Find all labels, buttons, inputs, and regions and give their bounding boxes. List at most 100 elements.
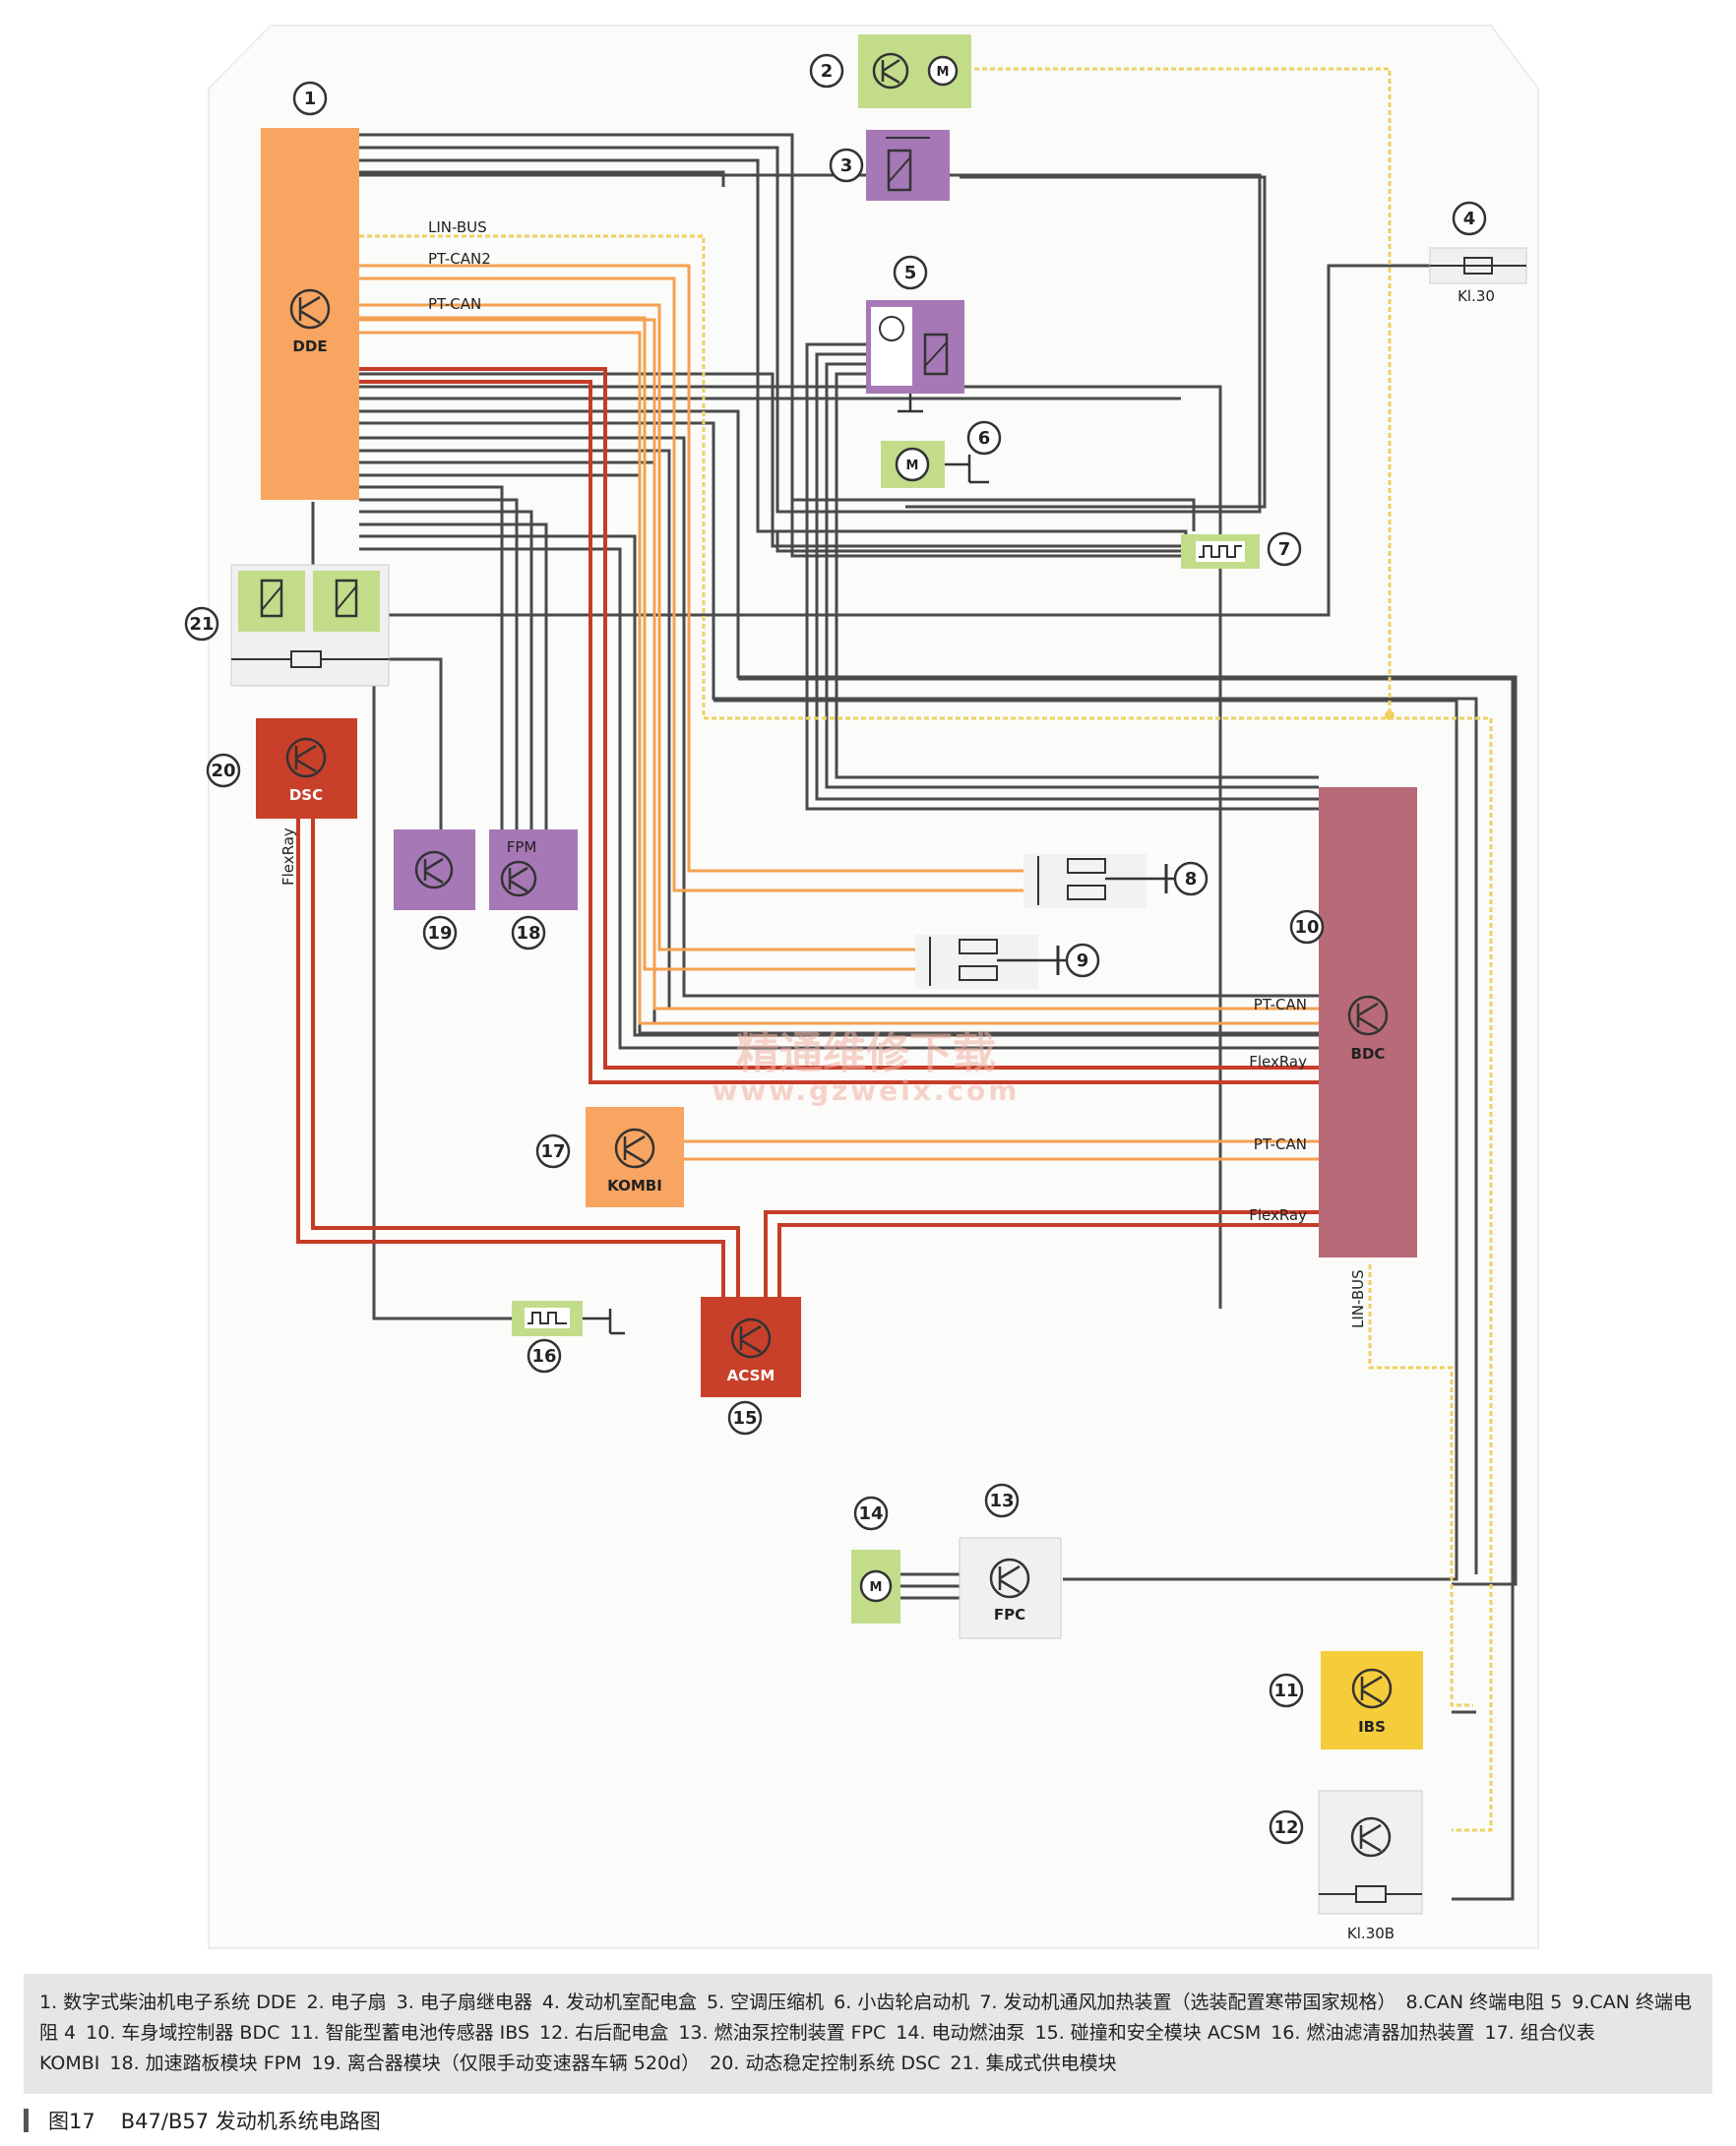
pt-can2-label: PT-CAN2 bbox=[428, 250, 491, 268]
callout-number: 12 bbox=[1273, 1817, 1298, 1838]
legend-item: 16. 燃油滤清器加热装置 bbox=[1271, 2022, 1475, 2044]
dsc-label: DSC bbox=[289, 786, 323, 804]
callout-circle bbox=[1289, 909, 1325, 945]
watermark: 精通维修下载 www.gzweix.com bbox=[713, 1028, 1021, 1107]
flexray-label-dsc: FlexRay bbox=[279, 828, 297, 886]
callout-circle bbox=[893, 255, 928, 290]
legend-item: 15. 碰撞和安全模块 ACSM bbox=[1034, 2022, 1262, 2044]
legend-item: 8.CAN 终端电阻 5 bbox=[1405, 1992, 1563, 2013]
legend-item: 3. 电子扇继电器 bbox=[396, 1992, 532, 2013]
wires bbox=[296, 67, 1518, 1901]
legend-item: 14. 电动燃油泵 bbox=[896, 2022, 1025, 2044]
figure-number: 图17 bbox=[48, 2110, 95, 2133]
acsm-module: ACSM bbox=[701, 1297, 801, 1397]
kl30b-label: Kl.30B bbox=[1347, 1925, 1395, 1942]
callout-number: 11 bbox=[1273, 1681, 1298, 1701]
callout-number: 4 bbox=[1463, 209, 1476, 229]
callout-number: 5 bbox=[904, 263, 917, 283]
ibs-label: IBS bbox=[1358, 1718, 1386, 1736]
callout-circle bbox=[1452, 201, 1487, 236]
acsm-label: ACSM bbox=[727, 1367, 775, 1384]
callout-circle bbox=[1269, 1673, 1304, 1708]
legend-item: 10. 车身域控制器 BDC bbox=[86, 2022, 280, 2044]
ibs-module: IBS bbox=[1321, 1651, 1423, 1749]
legend-item: 13. 燃油泵控制装置 FPC bbox=[678, 2022, 887, 2044]
callout-circle bbox=[829, 148, 864, 183]
kl30-label: Kl.30 bbox=[1457, 287, 1495, 305]
callout-number: 14 bbox=[858, 1503, 883, 1524]
fuel-filter-heater bbox=[512, 1301, 625, 1336]
starter-motor: M bbox=[881, 441, 989, 488]
legend-item: 6. 小齿轮启动机 bbox=[834, 1992, 970, 2013]
callout-number: 3 bbox=[840, 155, 853, 176]
pt-can-label-dde: PT-CAN bbox=[428, 295, 481, 313]
legend-item: 4. 发动机室配电盒 bbox=[541, 1992, 697, 2013]
bdc-label: BDC bbox=[1351, 1045, 1386, 1063]
pt-can-label-bdc-2: PT-CAN bbox=[1254, 1135, 1307, 1153]
callout-number: 6 bbox=[978, 428, 991, 449]
watermark-line2: www.gzweix.com bbox=[713, 1074, 1021, 1107]
callout-circle bbox=[422, 915, 458, 950]
flexray-label-bdc-1: FlexRay bbox=[1249, 1053, 1307, 1071]
svg-text:M: M bbox=[906, 459, 919, 473]
pt-can-label-bdc-1: PT-CAN bbox=[1254, 996, 1307, 1013]
callout-number: 15 bbox=[732, 1408, 757, 1429]
legend-item: 5. 空调压缩机 bbox=[707, 1992, 825, 2013]
legend-item: 1. 数字式柴油机电子系统 DDE bbox=[39, 1992, 297, 2013]
callout-number: 16 bbox=[531, 1346, 556, 1367]
callout-number: 13 bbox=[989, 1491, 1014, 1511]
callout-circle bbox=[206, 753, 241, 788]
callout-circle bbox=[1269, 1809, 1304, 1845]
callout-circle bbox=[511, 915, 546, 950]
flexray-label-bdc-2: FlexRay bbox=[1249, 1206, 1307, 1224]
callout-number: 17 bbox=[540, 1141, 565, 1162]
kombi-label: KOMBI bbox=[607, 1177, 662, 1195]
callout-circle bbox=[984, 1483, 1020, 1518]
legend-item: 17. 组合仪表 KOMBI bbox=[39, 2022, 1595, 2074]
kombi-module: KOMBI bbox=[586, 1107, 684, 1207]
svg-text:M: M bbox=[870, 1580, 883, 1595]
callout-circle bbox=[966, 420, 1002, 456]
legend: 1. 数字式柴油机电子系统 DDE 2. 电子扇 3. 电子扇继电器 4. 发动机室配… bbox=[24, 1974, 1712, 2094]
callout-circle bbox=[1173, 861, 1209, 896]
caption-bar bbox=[24, 2109, 29, 2132]
integrated-supply-module bbox=[230, 564, 390, 687]
fpm-module: FPM bbox=[489, 829, 578, 910]
callout-number: 20 bbox=[211, 761, 235, 781]
dde-label: DDE bbox=[292, 337, 327, 355]
dde-module: DDE bbox=[261, 128, 359, 500]
lin-bus-label-dde: LIN-BUS bbox=[428, 218, 487, 236]
callout-number: 21 bbox=[189, 614, 214, 635]
rear-distribution-box bbox=[1318, 1790, 1423, 1915]
engine-distribution-box bbox=[1429, 247, 1527, 284]
svg-text:M: M bbox=[937, 65, 950, 80]
can-terminal-resistor-4 bbox=[915, 935, 1068, 989]
ventilation-heater bbox=[1181, 534, 1260, 569]
callout-circle bbox=[727, 1400, 763, 1436]
callout-number: 18 bbox=[516, 923, 540, 944]
callout-circle bbox=[809, 53, 844, 89]
callout-number: 9 bbox=[1077, 950, 1089, 971]
dsc-module: DSC bbox=[256, 718, 357, 819]
callout-number: 2 bbox=[821, 61, 834, 82]
callout-number: 19 bbox=[427, 923, 452, 944]
legend-item: 2. 电子扇 bbox=[306, 1992, 387, 2013]
legend-item: 18. 加速踏板模块 FPM bbox=[109, 2053, 302, 2074]
callout-circle bbox=[292, 81, 328, 116]
callout-circle bbox=[535, 1134, 571, 1169]
ac-compressor bbox=[866, 300, 964, 413]
legend-item: 12. 右后配电盒 bbox=[539, 2022, 669, 2044]
clutch-module bbox=[394, 829, 475, 910]
fan-relay bbox=[866, 130, 950, 201]
legend-item: 9.CAN 终端电阻 4 bbox=[39, 1992, 1692, 2044]
figure-caption: 图17 B47/B57 发动机系统电路图 bbox=[24, 2106, 381, 2135]
callout-circle bbox=[527, 1338, 562, 1374]
legend-item: 19. 离合器模块（仅限手动变速器车辆 520d） bbox=[311, 2053, 701, 2074]
bdc-module: BDC bbox=[1319, 787, 1417, 1257]
callout-circle bbox=[184, 606, 219, 642]
fpc-module: FPC bbox=[959, 1537, 1062, 1639]
fpm-label: FPM bbox=[507, 838, 537, 856]
callout-number: 10 bbox=[1294, 917, 1319, 938]
